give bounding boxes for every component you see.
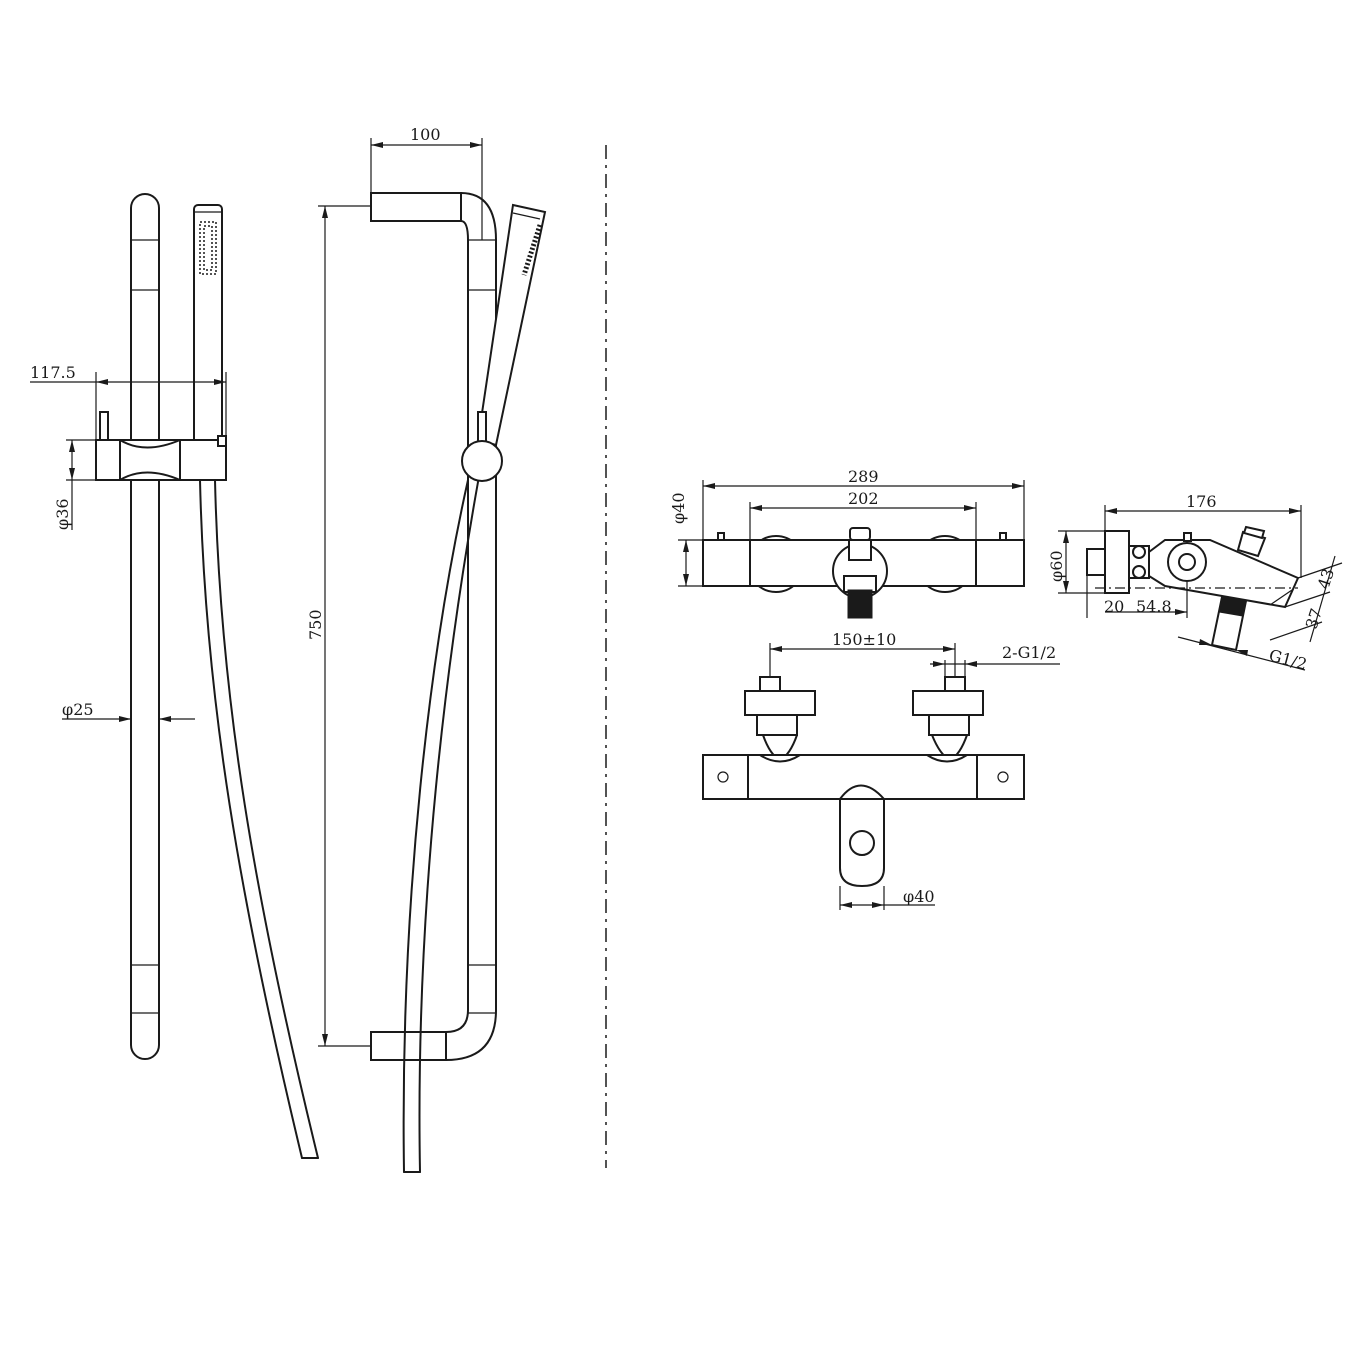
side-depth-label: 176 bbox=[1186, 492, 1217, 511]
dim-mixer-body-diameter: φ40 bbox=[669, 492, 703, 587]
side-height-2-label: 37 bbox=[1302, 606, 1326, 631]
dim-side-depth: 176 bbox=[1104, 492, 1302, 578]
holder-diameter-label: φ36 bbox=[53, 498, 72, 530]
dim-rail-height: 750 bbox=[306, 205, 371, 1047]
dim-side-offsets: 20 54.8 bbox=[1086, 575, 1188, 618]
side-offset-1-label: 20 bbox=[1104, 597, 1124, 616]
dim-spout-diameter: φ40 bbox=[839, 886, 935, 910]
dim-mixer-overall-width: 289 bbox=[702, 467, 1025, 540]
side-offset-2-label: 54.8 bbox=[1136, 597, 1172, 616]
side-diameter-label: φ60 bbox=[1047, 550, 1066, 582]
spout-diameter-label: φ40 bbox=[903, 887, 935, 906]
rail-top-width-label: 100 bbox=[410, 125, 441, 144]
mixer-top-view bbox=[702, 527, 1025, 619]
mixer-body-width-label: 202 bbox=[848, 489, 879, 508]
inlet-spacing-label: 150±10 bbox=[832, 630, 896, 649]
rail-diameter-label: φ25 bbox=[62, 700, 94, 719]
dim-holder-diameter: φ36 bbox=[53, 439, 96, 530]
side-height-1-label: 43 bbox=[1314, 566, 1338, 591]
inlet-thread-label: 2-G1/2 bbox=[1002, 643, 1056, 662]
mixer-body-diameter-label: φ40 bbox=[669, 492, 688, 524]
side-thread-label: G1/2 bbox=[1267, 646, 1309, 674]
side-spray-nozzles bbox=[521, 224, 543, 276]
mixer-front-view bbox=[702, 676, 1025, 888]
holder-projection-label: 117.5 bbox=[30, 363, 76, 382]
slide-rail-side-view bbox=[370, 192, 547, 1173]
dim-rail-diameter: φ25 bbox=[62, 700, 195, 722]
dim-side-thread: G1/2 bbox=[1177, 636, 1309, 674]
mixer-side-view bbox=[1086, 525, 1300, 652]
dim-holder-projection: 117.5 bbox=[30, 363, 227, 440]
inlet-left bbox=[744, 676, 816, 761]
dim-inlet-thread: 2-G1/2 bbox=[930, 643, 1060, 677]
spray-nozzles bbox=[199, 221, 217, 275]
dim-rail-top-width: 100 bbox=[370, 125, 483, 240]
dim-mixer-body-width: 202 bbox=[749, 489, 977, 540]
mixer-width-label: 289 bbox=[848, 467, 879, 486]
dim-inlet-spacing: 150±10 bbox=[769, 630, 956, 677]
dim-side-diameter: φ60 bbox=[1047, 530, 1105, 594]
rail-height-label: 750 bbox=[306, 609, 325, 640]
slide-rail-front-view bbox=[95, 193, 319, 1159]
inlet-right bbox=[912, 676, 984, 761]
